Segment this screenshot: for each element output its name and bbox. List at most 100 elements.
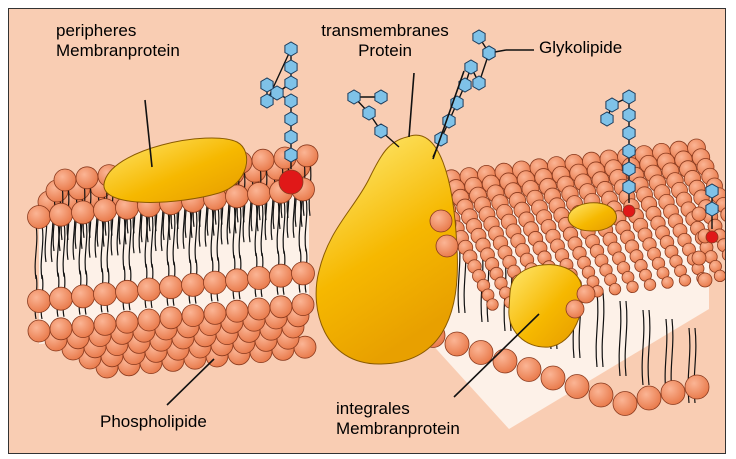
phospholipid-head [248,267,271,290]
sugar-unit [285,94,297,108]
phospholipid-head [204,302,226,324]
sugar-unit [623,144,635,158]
sugar-unit [606,98,618,112]
phospholipid-head [644,279,656,291]
sugar-unit [285,112,297,126]
phospholipid-head [292,262,315,285]
leader-transmembrane-left [409,73,414,137]
phospholipid-head [182,273,205,296]
phospholipid-head [613,392,637,416]
phospholipid-head [565,375,589,399]
sugar-unit [285,76,297,90]
sugar-unit [261,78,273,92]
sugar-unit [375,124,387,138]
phospholipid-head [28,206,51,229]
sugar-unit [706,184,718,198]
phospholipid-head [714,270,726,282]
phospholipid-head [679,275,691,287]
label-transmembrane-line1: transmembranes [305,21,465,41]
phospholipid-head [270,264,293,287]
diagram-frame: peripheres Membranprotein transmembranes… [8,8,726,454]
phospholipid-head [226,269,249,292]
phospholipid-head [94,313,116,335]
membrane-diagram [9,9,726,454]
sugar-unit [285,148,297,162]
phospholipid-head [270,296,292,318]
phospholipid-head [50,287,73,310]
phospholipid-head [493,349,517,373]
sugar-unit [473,30,485,44]
phospholipid-head [248,183,271,206]
phospholipid-head [54,169,76,191]
phospholipid-head [445,332,469,356]
phospholipid-head [566,300,584,318]
sugar-unit [375,90,387,104]
phospholipid-head [436,235,458,257]
phospholipid-head [430,210,452,232]
phospholipid-head [692,207,706,221]
phospholipid-head [94,199,117,222]
phospholipid-head [116,280,139,303]
label-peripheral-line1: peripheres [56,21,180,41]
label-peripheral-line2: Membranprotein [56,41,180,61]
phospholipid-head [589,383,613,407]
phospholipid-head [28,290,51,313]
phospholipid-head [698,273,712,287]
phospholipid-head [292,294,314,316]
sugar-unit [601,112,613,126]
phospholipid-head [726,217,727,231]
phospholipid-head [50,203,73,226]
leader-transmembrane-right [433,71,464,159]
sugar-unit [261,94,273,108]
phospholipid-head [296,145,318,167]
sugar-unit [623,126,635,140]
sugar-unit [706,202,718,216]
phospholipid-head [517,358,541,382]
glycolipid-head [706,231,718,243]
phospholipid-head [541,366,565,390]
phospholipid-head [138,309,160,331]
sugar-unit [623,108,635,122]
glycolipid-head [623,205,635,217]
sugar-unit [465,60,477,74]
phospholipid-head [138,278,161,301]
phospholipid-head [487,299,499,311]
phospholipid-head [76,167,98,189]
sugar-unit [623,180,635,194]
label-transmembrane-line2: Protein [305,41,465,61]
label-integral-line1: integrales [336,399,460,419]
phospholipid-head [72,316,94,338]
phospholipid-head [160,276,183,299]
phospholipid-head [72,285,95,308]
phospholipid-head [50,318,72,340]
phospholipid-head [226,300,248,322]
sugar-unit [285,130,297,144]
phospholipid-head [182,305,204,327]
sugar-unit [363,106,375,120]
phospholipid-head [627,281,639,293]
phospholipid-head [204,271,227,294]
sugar-unit [483,46,495,60]
phospholipid-head [637,386,661,410]
phospholipid-head [577,285,595,303]
sugar-unit [348,90,360,104]
label-integral-line2: Membranprotein [336,419,460,439]
phospholipid-head [72,201,95,224]
surface-protein [568,203,616,231]
phospholipid-head [116,311,138,333]
phospholipid-head [685,375,709,399]
phospholipid-head [160,307,182,329]
phospholipid-head [252,149,274,171]
label-glycolipid: Glykolipide [539,38,622,58]
sugar-unit [285,60,297,74]
phospholipid-head [94,283,117,306]
phospholipid-head [248,298,270,320]
phospholipid-head [469,341,493,365]
phospholipid-head [609,283,621,295]
phospholipid-head [662,277,674,289]
sugar-unit [623,90,635,104]
phospholipid-head [661,381,685,405]
phospholipid-head [692,251,706,265]
phospholipid-head [28,320,50,342]
glycolipid-head [279,170,303,194]
